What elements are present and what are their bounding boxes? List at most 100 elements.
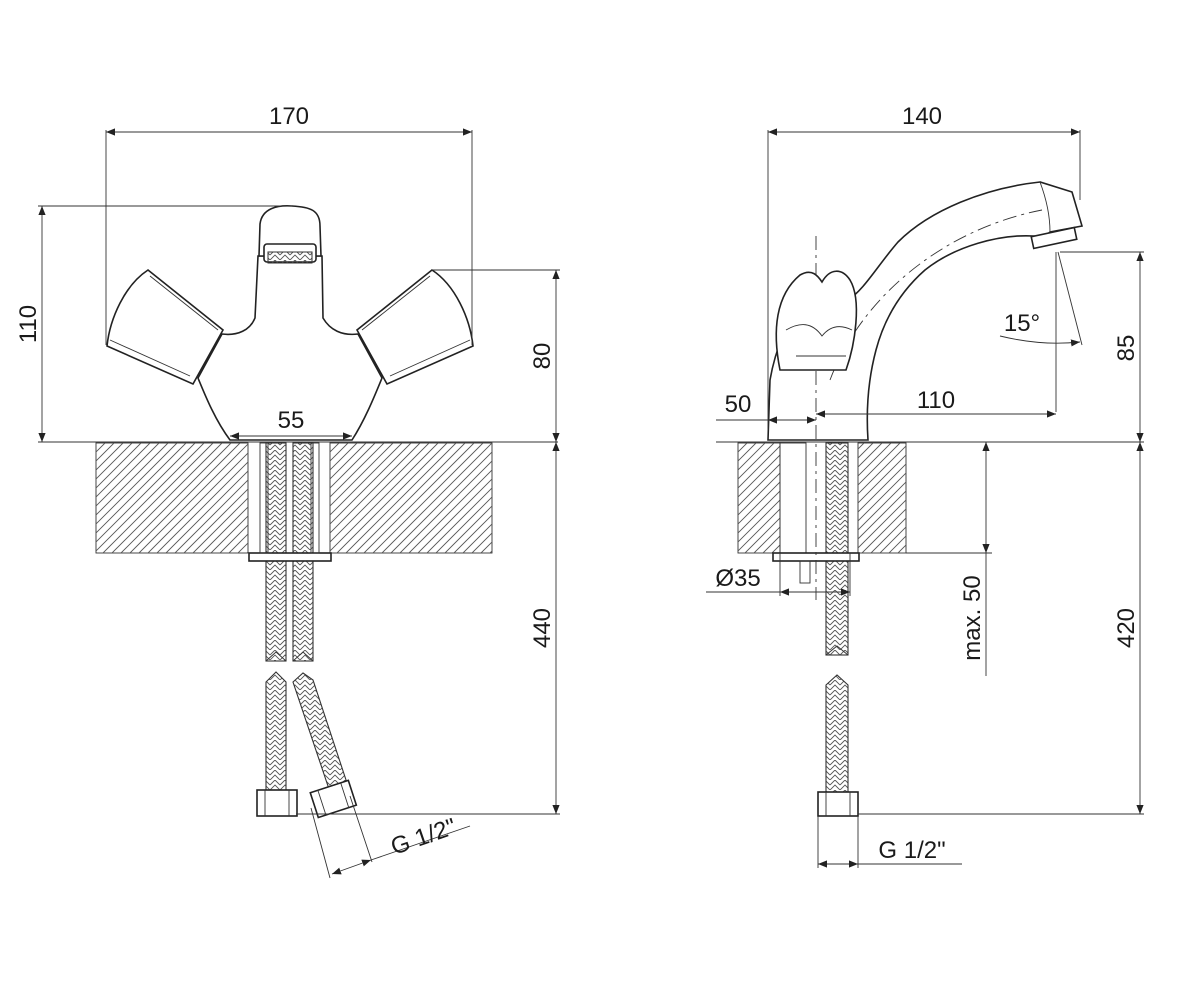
side-width-label: 140	[902, 103, 942, 130]
hatch-line	[508, 443, 618, 553]
hatch-line	[120, 443, 232, 553]
front-view: 170 110 80 55 440	[15, 103, 708, 879]
front-hose-length-dimension: 440	[296, 442, 560, 815]
hatch-line	[870, 443, 906, 553]
hatch-line	[499, 443, 609, 553]
hatch-line	[997, 443, 1107, 553]
hatch-line	[589, 443, 699, 553]
hatch-line	[390, 443, 492, 553]
hatch-line	[907, 443, 1017, 553]
hatch-line	[553, 443, 663, 553]
hatch-line	[934, 443, 1044, 553]
hatch-line	[988, 443, 1098, 553]
front-base-dimension: 55	[230, 407, 352, 440]
hatch-line	[970, 443, 1080, 553]
hatch-line	[943, 443, 1053, 553]
hatch-line	[318, 443, 430, 553]
hatch-line	[843, 443, 906, 553]
front-width-dimension: 170	[105, 103, 473, 345]
hatch-line	[453, 443, 492, 553]
front-handle-height-dimension: 80	[432, 269, 560, 442]
hatch-line	[96, 443, 97, 553]
hatch-line	[916, 443, 1026, 553]
front-hose-length-label: 440	[529, 608, 556, 648]
side-hose-length-dimension: 420	[858, 442, 1144, 815]
hatch-line	[738, 443, 766, 553]
hatch-line	[807, 443, 906, 553]
hatch-line	[96, 443, 196, 553]
hatch-line	[580, 443, 690, 553]
side-hole-dimension: Ø35	[706, 553, 851, 596]
hatch-line	[381, 443, 492, 553]
side-countertop-section	[737, 442, 1125, 554]
front-handle-height-label: 80	[529, 343, 556, 370]
hatch-line	[96, 443, 133, 553]
hatch-line	[1015, 443, 1125, 553]
front-height-label: 110	[15, 305, 42, 343]
front-height-dimension: 110	[15, 205, 558, 443]
hatch-line	[798, 443, 906, 553]
hatch-line	[598, 443, 708, 553]
hatch-line	[738, 443, 811, 553]
hatch-line	[96, 443, 142, 553]
hatch-line	[96, 443, 205, 553]
hatch-line	[96, 443, 115, 553]
hatch-line	[544, 443, 654, 553]
hatch-line	[363, 443, 475, 553]
front-left-handle	[106, 269, 225, 386]
hatch-line	[354, 443, 466, 553]
hatch-line	[738, 443, 775, 553]
hatch-line	[979, 443, 1089, 553]
hatch-line	[762, 443, 874, 553]
hatch-line	[897, 443, 906, 553]
hatch-line	[861, 443, 906, 553]
hatch-line	[96, 443, 124, 553]
hatch-line	[738, 443, 784, 553]
front-supply-hoses	[248, 442, 358, 819]
hatch-line	[147, 443, 259, 553]
hatch-line	[834, 443, 906, 553]
hatch-line	[444, 443, 492, 553]
hatch-line	[571, 443, 681, 553]
side-spout-height-label: 85	[1113, 335, 1140, 362]
hatch-line	[309, 443, 421, 553]
hatch-line	[952, 443, 1062, 553]
hatch-line	[96, 443, 178, 553]
side-reach-dimension: 110	[816, 387, 1056, 418]
front-faucet-body	[197, 205, 383, 441]
side-angle-dimension: 15°	[999, 251, 1083, 412]
hatch-line	[738, 443, 757, 553]
hatch-line	[738, 443, 802, 553]
hatch-line	[129, 443, 241, 553]
hatch-line	[111, 443, 223, 553]
side-max-thickness-dimension: max. 50	[906, 442, 992, 676]
hatch-line	[426, 443, 492, 553]
side-spout-height-dimension: 85	[1060, 251, 1144, 442]
hatch-line	[165, 443, 277, 553]
side-width-dimension: 140	[767, 103, 1081, 430]
hatch-line	[399, 443, 492, 553]
hatch-line	[96, 443, 169, 553]
hatch-line	[96, 443, 187, 553]
hatch-line	[738, 443, 793, 553]
hatch-line	[925, 443, 1035, 553]
hatch-line	[535, 443, 645, 553]
hatch-line	[888, 443, 906, 553]
hatch-line	[489, 443, 492, 553]
hatch-line	[435, 443, 492, 553]
hatch-line	[480, 443, 492, 553]
front-right-handle	[355, 269, 474, 386]
hatch-line	[138, 443, 250, 553]
hatch-line	[345, 443, 457, 553]
hatch-line	[738, 443, 820, 553]
hatch-line	[96, 443, 151, 553]
hatch-line	[738, 443, 739, 553]
hatch-line	[417, 443, 492, 553]
hatch-line	[1006, 443, 1116, 553]
hatch-line	[879, 443, 906, 553]
hatch-line	[372, 443, 484, 553]
hatch-line	[517, 443, 627, 553]
hatch-line	[273, 443, 385, 553]
hatch-line	[738, 443, 748, 553]
